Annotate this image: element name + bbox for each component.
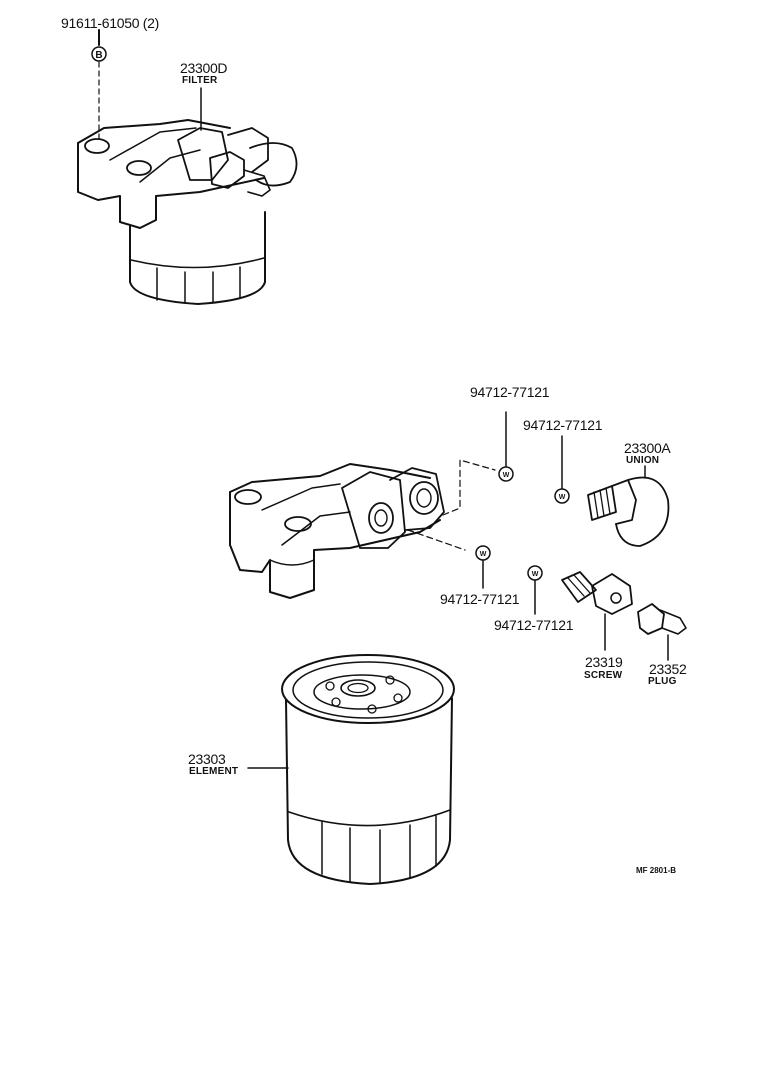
- plug-part-name: PLUG: [648, 676, 677, 687]
- plug-part: [637, 603, 687, 661]
- washer-3: W: [475, 545, 491, 589]
- plug-part-number: 23352: [649, 661, 687, 677]
- washer-2: W: [554, 435, 570, 504]
- washer-3-badge: W: [480, 551, 487, 558]
- filter-part-number: 23300D: [180, 60, 228, 76]
- screw-part-number: 23319: [585, 654, 623, 670]
- washer-part-number-3: 94712-77121: [440, 591, 520, 607]
- element-part-number: 23303: [188, 751, 226, 767]
- washer-4: W: [527, 565, 543, 615]
- screw-part: [561, 571, 633, 651]
- filter-bracket: [229, 463, 445, 599]
- filter-element: [247, 654, 455, 885]
- washer-part-number-4: 94712-77121: [494, 617, 574, 633]
- filter-assembly: [77, 119, 298, 305]
- washer-1: W: [498, 411, 514, 482]
- washer-1-badge: W: [503, 472, 510, 479]
- bolt-part-number: 91611-61050 (2): [61, 15, 159, 31]
- washer-4-badge: W: [532, 571, 539, 578]
- diagram-reference-code: MF 2801-B: [636, 866, 677, 875]
- union-part-number: 23300A: [624, 440, 671, 456]
- bolt-badge-letter: B: [95, 50, 102, 61]
- union-part: [587, 465, 670, 547]
- screw-part-name: SCREW: [584, 670, 623, 681]
- element-part-name: ELEMENT: [189, 766, 239, 777]
- assembly-guide-lines: [407, 459, 496, 551]
- washer-part-number-2: 94712-77121: [523, 417, 603, 433]
- filter-part-name: FILTER: [182, 75, 218, 86]
- washer-2-badge: W: [559, 494, 566, 501]
- bolt-callout: B: [91, 46, 107, 62]
- union-part-name: UNION: [626, 455, 660, 466]
- washer-part-number-1: 94712-77121: [470, 384, 550, 400]
